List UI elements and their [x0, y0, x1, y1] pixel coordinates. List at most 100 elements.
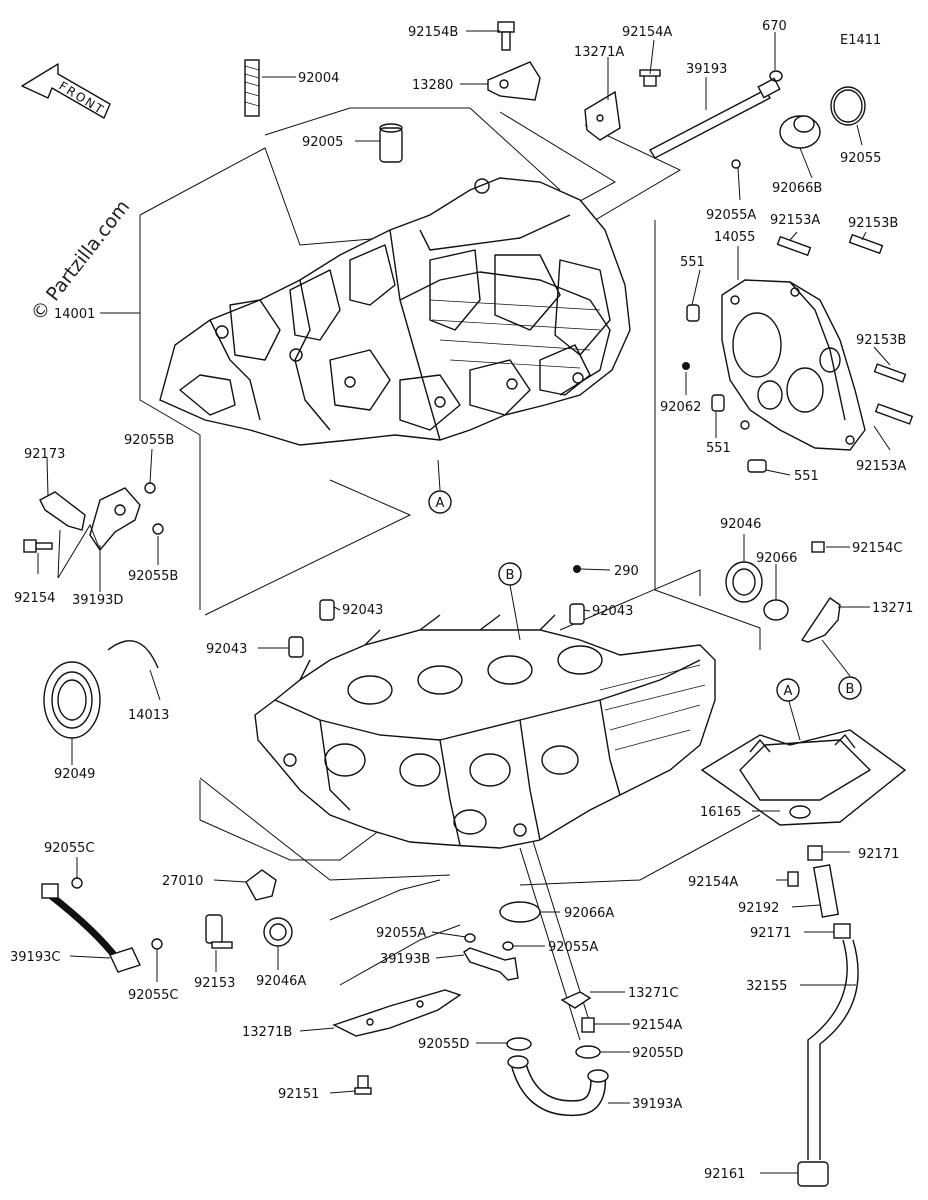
- label-290: 290: [614, 564, 639, 579]
- svg-text:A: A: [784, 684, 793, 699]
- lower-crankcase: [254, 614, 716, 849]
- chain-guide-92173: [39, 491, 86, 531]
- pipe-39193B: [463, 947, 519, 981]
- cover-14055: [721, 279, 866, 451]
- label-13280: 13280: [412, 78, 453, 93]
- label-92055A-right: 92055A: [548, 940, 598, 955]
- front-arrow-icon: FRONT: [21, 63, 111, 119]
- label-32155: 32155: [746, 979, 787, 994]
- label-551-bot: 551: [794, 469, 819, 484]
- bearing-92046: [725, 561, 763, 603]
- diagram-code: E1411: [840, 33, 881, 48]
- dowel-92005: [379, 123, 403, 163]
- label-92154A-mid: 92154A: [688, 875, 738, 890]
- label-92004: 92004: [298, 71, 339, 86]
- bolt-92154A-mid: [787, 871, 799, 887]
- oil-pan-16165: [700, 729, 907, 826]
- dowel-92043-c: [569, 603, 585, 625]
- bearing-92046A: [263, 917, 293, 947]
- oring-92055C-top: [71, 877, 83, 889]
- explosion-guide-lines: [139, 107, 761, 1041]
- label-551-top: 551: [680, 255, 705, 270]
- plug-290: [573, 565, 581, 573]
- oring-92055D-right: [575, 1045, 601, 1059]
- plate-13271B: [332, 989, 462, 1037]
- label-39193B: 39193B: [380, 952, 430, 967]
- fitting-92153: [205, 914, 233, 949]
- label-92055B-top: 92055B: [124, 433, 174, 448]
- bolt-92153B-mid: [873, 363, 907, 383]
- label-92066A: 92066A: [564, 906, 614, 921]
- tube-92192: [812, 864, 840, 918]
- dowel-551-top: [686, 304, 700, 322]
- label-92055C-top: 92055C: [44, 841, 94, 856]
- label-92055C-bot: 92055C: [128, 988, 178, 1003]
- oring-92055B-bot: [152, 523, 164, 535]
- dowel-551-bot: [747, 459, 767, 473]
- label-92055A-mid: 92055A: [376, 926, 426, 941]
- bolt-92153A-mid: [874, 403, 914, 425]
- label-92154-left: 92154: [14, 591, 55, 606]
- svg-text:B: B: [506, 568, 515, 583]
- label-92153B-top: 92153B: [848, 216, 898, 231]
- seal-92049: [43, 661, 101, 739]
- label-92055: 92055: [840, 151, 881, 166]
- label-27010: 27010: [162, 874, 203, 889]
- label-39193C: 39193C: [10, 950, 60, 965]
- label-39193: 39193: [686, 62, 727, 77]
- plug-92062: [682, 362, 690, 370]
- bolt-92151: [354, 1075, 372, 1095]
- oring-92055A-right: [502, 941, 514, 951]
- stud-92004: [244, 59, 260, 117]
- label-92055B-bot: 92055B: [128, 569, 178, 584]
- bracket-13280: [487, 61, 541, 101]
- plate-13271C: [560, 991, 592, 1009]
- pipe-39193A: [507, 1055, 609, 1117]
- label-92049: 92049: [54, 767, 95, 782]
- rod-39193: [649, 77, 781, 159]
- oring-670: [769, 70, 783, 82]
- label-13271A: 13271A: [574, 45, 624, 60]
- dowel-551-mid: [711, 394, 725, 412]
- label-92153A-mid: 92153A: [856, 459, 906, 474]
- label-14013: 14013: [128, 708, 169, 723]
- label-14055: 14055: [714, 230, 755, 245]
- label-670: 670: [762, 19, 787, 34]
- label-92055A-top: 92055A: [706, 208, 756, 223]
- label-92153B-mid: 92153B: [856, 333, 906, 348]
- cap-92066A: [499, 901, 541, 923]
- label-39193A: 39193A: [632, 1097, 682, 1112]
- oring-92055A-top: [731, 159, 741, 169]
- label-92154C: 92154C: [852, 541, 902, 556]
- label-13271C: 13271C: [628, 986, 678, 1001]
- label-39193D: 39193D: [72, 593, 123, 608]
- fitting-92171-bot: [833, 923, 851, 939]
- bolt-92154A-bot: [581, 1017, 595, 1033]
- ref-a-upper: A: [428, 490, 452, 514]
- label-92151: 92151: [278, 1087, 319, 1102]
- label-92171-bot: 92171: [750, 926, 791, 941]
- bolt-92154-left: [23, 539, 53, 553]
- oring-92055B-top: [144, 482, 156, 494]
- dowel-92043-a: [319, 599, 335, 621]
- label-92173: 92173: [24, 447, 65, 462]
- label-92043-a: 92043: [342, 603, 383, 618]
- oring-92055C-bot: [151, 938, 163, 950]
- label-92154A-bot: 92154A: [632, 1018, 682, 1033]
- label-92043-b: 92043: [206, 642, 247, 657]
- part-labels: 92154 B 92154A 670 13271A 39193 13280 920…: [10, 19, 913, 1182]
- oring-92055A-mid: [464, 933, 476, 943]
- bolt-92153B-top: [848, 233, 884, 255]
- label-92055D-right: 92055D: [632, 1046, 683, 1061]
- label-92005: 92005: [302, 135, 343, 150]
- cap-92066B: [779, 115, 821, 149]
- label-92066B: 92066B: [772, 181, 822, 196]
- ref-a-lower: A: [776, 678, 800, 702]
- plate-13271A: [584, 90, 621, 141]
- label-92153A-top: 92153A: [770, 213, 820, 228]
- leader-lines: [37, 30, 891, 1174]
- label-92154A-top: 92154A: [622, 25, 672, 40]
- label-14001: 14001: [54, 307, 95, 322]
- cap-92066: [763, 599, 789, 621]
